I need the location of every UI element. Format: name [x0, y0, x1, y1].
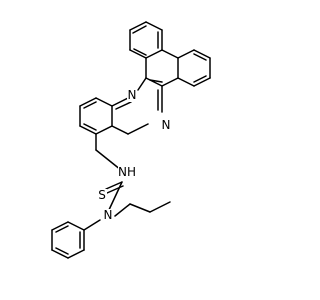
bond: [133, 48, 147, 56]
atom-n2-label: N: [162, 118, 171, 132]
bond: [193, 75, 207, 83]
atom-s: S: [97, 188, 107, 202]
bond: [129, 21, 147, 31]
bond: [51, 221, 69, 231]
bond: [67, 249, 85, 259]
bond: [127, 123, 149, 135]
molecule-svg: N N NH S N: [51, 21, 211, 259]
bond: [114, 203, 131, 217]
atom-nh: NH: [118, 165, 136, 179]
bond: [55, 225, 69, 233]
bond: [83, 101, 97, 109]
atom-n1-label: N: [128, 88, 137, 102]
bond: [111, 125, 129, 135]
bond: [149, 201, 171, 213]
atom-s-label: S: [98, 188, 106, 202]
bond: [111, 97, 129, 107]
bond: [129, 49, 147, 59]
bond: [145, 77, 163, 87]
bond: [105, 181, 123, 190]
bond: [79, 97, 97, 107]
bond: [137, 77, 147, 91]
bond: [79, 125, 97, 135]
bond: [193, 77, 211, 87]
atom-labels: N N NH S N: [97, 88, 171, 222]
bond: [193, 53, 207, 61]
bonds: [51, 21, 211, 259]
bond: [161, 77, 179, 87]
bond: [149, 79, 163, 83]
bond: [95, 125, 113, 135]
bond: [51, 249, 69, 259]
bond: [83, 123, 97, 131]
bond: [129, 203, 151, 213]
bond: [107, 181, 123, 213]
atom-nh-label: NH: [118, 165, 136, 179]
bond: [193, 49, 211, 59]
bond: [161, 49, 179, 59]
molecule-structure: N N NH S N: [51, 21, 211, 259]
bond: [115, 101, 132, 110]
bond: [132, 25, 147, 34]
bond: [83, 219, 101, 231]
bond: [55, 247, 69, 255]
bond: [95, 97, 113, 107]
bond: [145, 49, 163, 59]
atom-n3: N: [103, 208, 113, 222]
atom-n3-label: N: [104, 208, 113, 222]
bond: [67, 221, 85, 231]
atom-n2: N: [161, 118, 171, 132]
atom-n1: N: [127, 88, 137, 102]
bond: [177, 77, 195, 87]
bond: [177, 49, 195, 59]
bond: [145, 21, 163, 31]
